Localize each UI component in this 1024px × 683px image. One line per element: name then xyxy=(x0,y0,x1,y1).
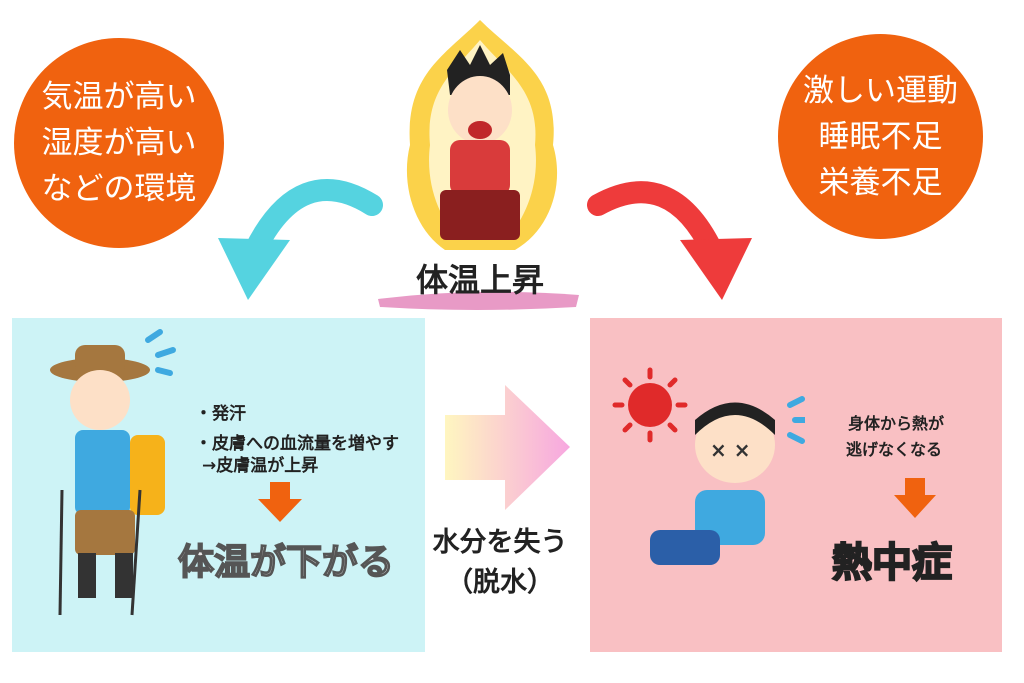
svg-text:× ×: × × xyxy=(710,438,750,462)
hiker-illustration xyxy=(50,329,176,616)
cyan-curved-arrow-icon xyxy=(218,179,383,300)
cause-line: 気温が高い xyxy=(41,79,197,115)
sun-icon xyxy=(612,367,688,443)
bullet-sweating: ・発汗 xyxy=(195,404,246,424)
center-title: 体温上昇 xyxy=(415,261,544,299)
bullet-blood-flow: ・皮膚への血流量を増やす xyxy=(195,434,399,454)
down-arrow-icon xyxy=(258,482,302,522)
body-temp-falls: 体温が下がる xyxy=(177,541,395,584)
red-curved-arrow-icon xyxy=(587,181,752,300)
cause-line: 激しい運動 xyxy=(803,72,958,109)
body-cause-circle: 激しい運動 睡眠不足 栄養不足 xyxy=(778,34,983,239)
water-loss-label: 水分を失う xyxy=(432,527,568,558)
angry-person-flames-illustration xyxy=(406,20,558,250)
title-brush-underline xyxy=(378,291,579,310)
cause-line: などの環境 xyxy=(41,171,197,207)
bullet-skin-temp: →皮膚温が上昇 xyxy=(202,456,319,476)
heatstroke-panel xyxy=(590,318,1002,652)
heatstroke-label: 熱中症 xyxy=(831,539,953,587)
down-arrow-icon xyxy=(894,478,936,518)
sun-and-collapsed-child-illustration: × × xyxy=(612,367,805,565)
heat-trapped-line1: 身体から熱が xyxy=(848,414,945,433)
gradient-right-arrow-icon xyxy=(445,385,570,510)
environment-cause-circle: 気温が高い 湿度が高い などの環境 xyxy=(14,38,224,248)
cause-line: 湿度が高い xyxy=(41,125,197,161)
cause-line: 睡眠不足 xyxy=(818,118,943,155)
cause-line: 栄養不足 xyxy=(818,164,943,201)
heat-trapped-line2: 逃げなくなる xyxy=(846,440,943,459)
dehydration-label: （脱水） xyxy=(446,567,554,598)
